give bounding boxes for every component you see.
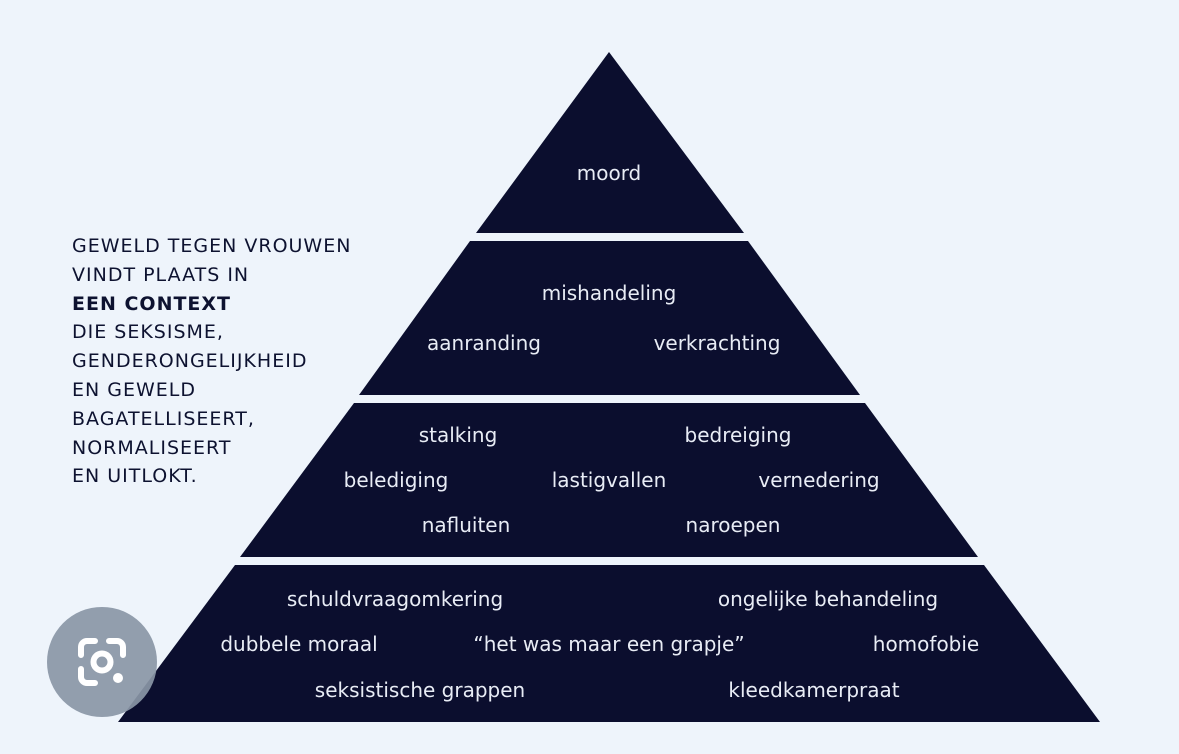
context-statement-line: NORMALISEERT: [72, 436, 232, 459]
pyramid-level-3-label: naroepen: [686, 513, 781, 537]
context-statement-line: EN UITLOKT.: [72, 465, 198, 488]
pyramid-level-3-label: bedreiging: [685, 423, 792, 447]
pyramid-labels: moord mishandeling aanranding verkrachting s…: [220, 161, 979, 702]
context-statement-line: VINDT PLAATS IN: [72, 263, 250, 286]
context-statement-line: DIE SEKSISME,: [72, 321, 224, 344]
pyramid-level-3-label: belediging: [344, 468, 449, 492]
pyramid-level-2-shape: [359, 241, 860, 395]
pyramid-level-base-label: homofobie: [873, 632, 979, 656]
context-statement-line: GENDERONGELIJKHEID: [72, 350, 308, 373]
google-lens-button[interactable]: [47, 607, 157, 717]
pyramid-level-base-shape: [118, 565, 1100, 722]
context-statement-line: EN GEWELD: [72, 378, 196, 401]
pyramid-level-3-shape: [240, 403, 978, 557]
pyramid-level-top-label: moord: [577, 161, 642, 185]
pyramid-level-base-label: ongelijke behandeling: [718, 587, 938, 611]
context-statement-line: GEWELD TEGEN VROUWEN: [72, 235, 352, 257]
pyramid-level-2-label: mishandeling: [542, 281, 677, 305]
context-statement-line: BAGATELLISEERT,: [72, 407, 255, 430]
context-statement-line: EEN CONTEXT: [72, 292, 232, 315]
context-statement: GEWELD TEGEN VROUWEN VINDT PLAATS IN EEN C…: [72, 232, 382, 491]
pyramid-level-3-label: nafluiten: [422, 513, 511, 537]
pyramid-level-base-label: “het was maar een grapje”: [473, 632, 744, 656]
pyramid-level-2-label: aanranding: [427, 331, 541, 355]
pyramid-level-base-label: dubbele moraal: [220, 632, 377, 656]
pyramid-level-3-label: stalking: [419, 423, 498, 447]
pyramid-level-base-label: schuldvraagomkering: [287, 587, 503, 611]
pyramid-level-base-label: seksistische grappen: [315, 678, 525, 702]
pyramid-level-3-label: vernedering: [758, 468, 879, 492]
google-lens-camera-icon: [78, 638, 126, 686]
pyramid-level-base-label: kleedkamerpraat: [728, 678, 899, 702]
pyramid-level-top-shape: [476, 52, 744, 233]
pyramid-level-3-label: lastigvallen: [552, 468, 667, 492]
pyramid-level-2-label: verkrachting: [654, 331, 781, 355]
